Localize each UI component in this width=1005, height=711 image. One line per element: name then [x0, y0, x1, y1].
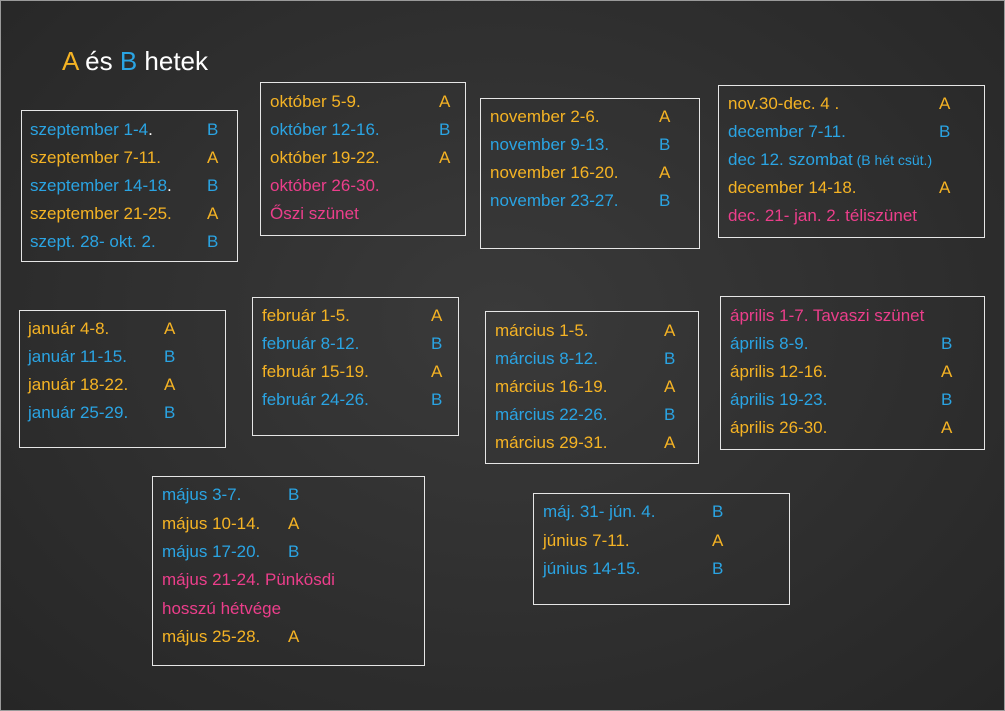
box-october: október 5-9.A október 12-16.B október 19… [260, 82, 466, 236]
box-march: március 1-5.A március 8-12.B március 16-… [485, 311, 699, 464]
box-september: szeptember 1-4.B szeptember 7-11.A szept… [21, 110, 238, 262]
box-february: február 1-5.A február 8-12.B február 15-… [252, 297, 459, 436]
title-mid: és [77, 46, 120, 76]
box-may: május 3-7.B május 10-14.A május 17-20.B … [152, 476, 425, 666]
box-january: január 4-8.A január 11-15.B január 18-22… [19, 310, 226, 448]
title-b: B [119, 46, 138, 76]
box-april: április 1-7. Tavaszi szünet április 8-9.… [720, 296, 985, 450]
title-rest: hetek [137, 46, 209, 76]
box-june: máj. 31- jún. 4.B június 7-11.A június 1… [533, 493, 790, 605]
title-a: A [62, 46, 78, 76]
box-november: november 2-6.A november 9-13.B november … [480, 98, 700, 249]
page-title: A és B hetek [62, 46, 208, 77]
box-december: nov.30-dec. 4 .A december 7-11.B dec 12.… [718, 85, 985, 238]
